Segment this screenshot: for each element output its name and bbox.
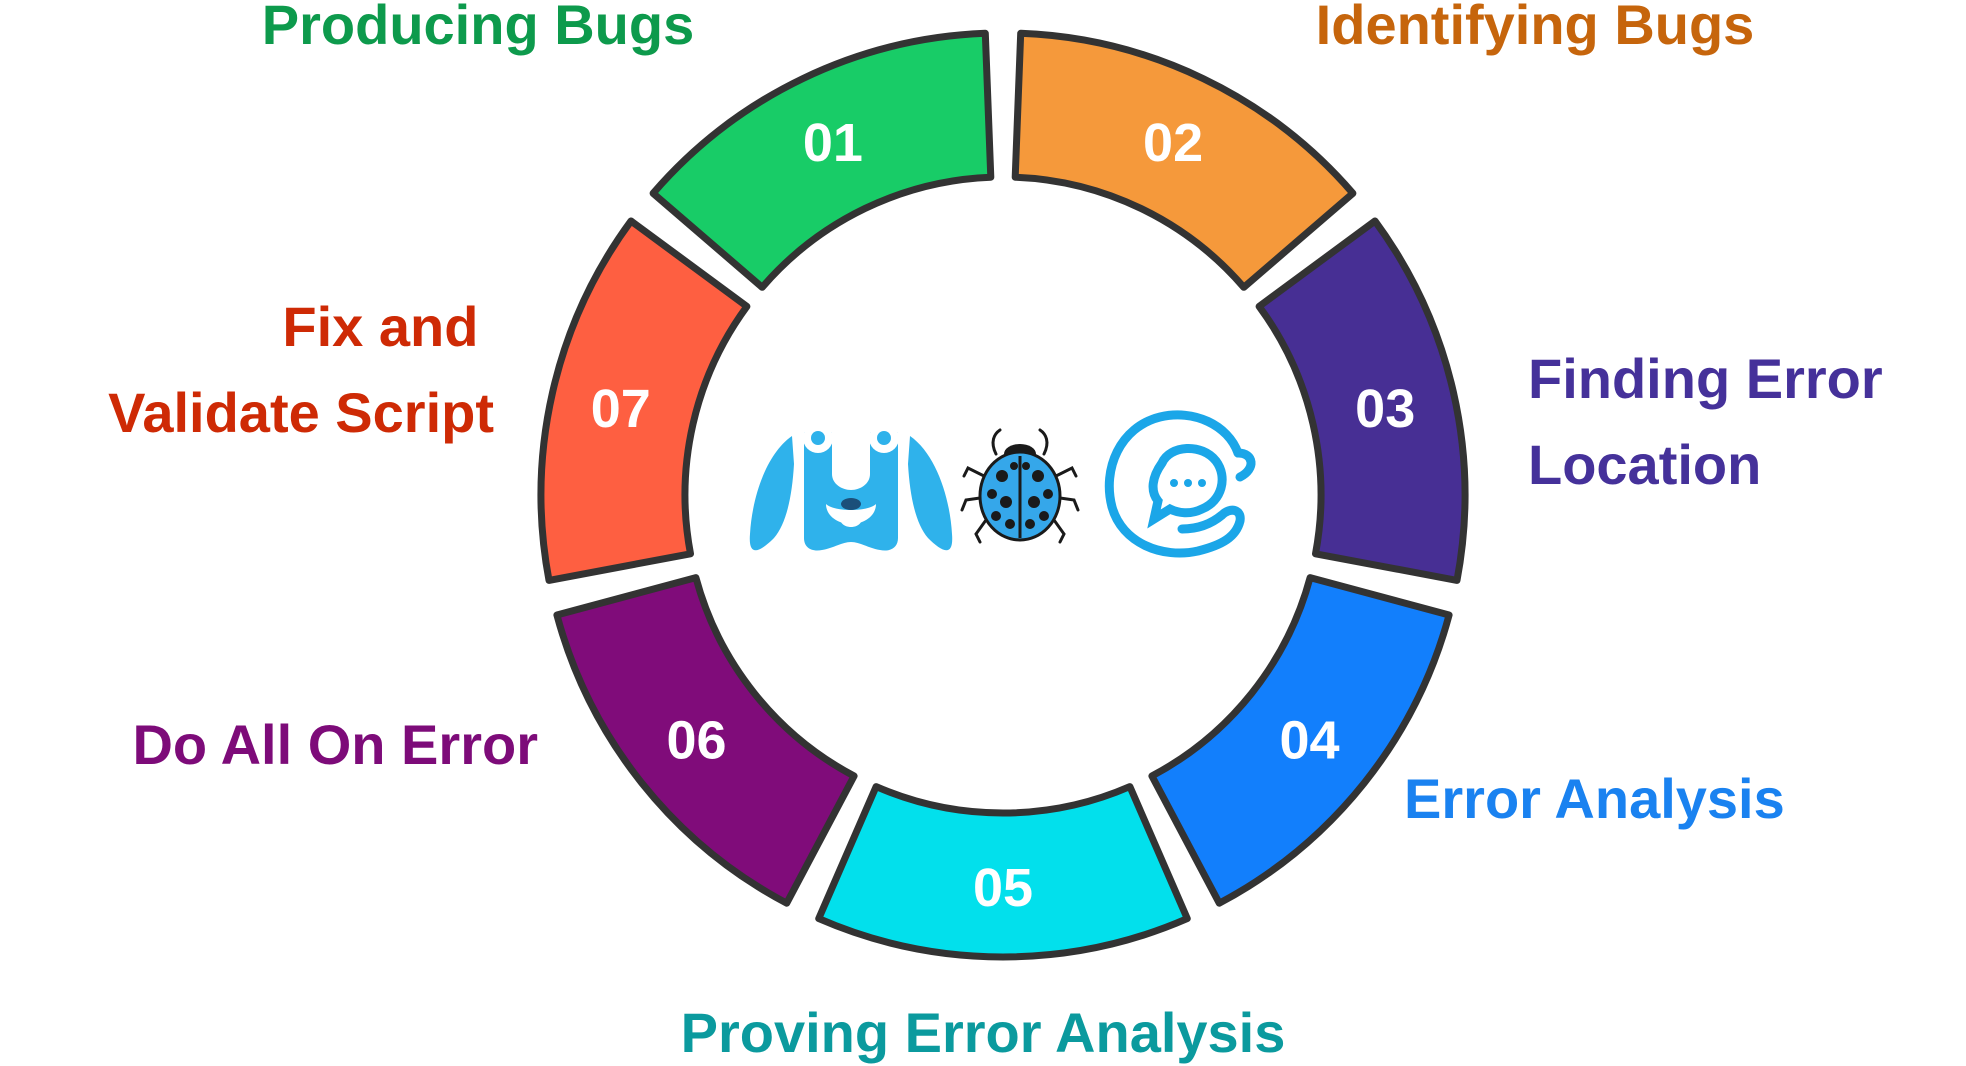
step-label-01: Producing Bugs — [262, 0, 694, 56]
step-label-03: Finding Error Location — [1528, 347, 1898, 496]
center-icons — [749, 410, 1256, 558]
ladybug-icon — [960, 428, 1080, 544]
ring-segment-03 — [1255, 217, 1469, 584]
ring-segment-05 — [815, 783, 1191, 961]
ring-segment-07 — [537, 217, 751, 584]
segment-number-04: 04 — [1279, 710, 1339, 770]
dog-face — [804, 432, 898, 551]
dog-ear-left — [749, 436, 794, 551]
step-label-04: Error Analysis — [1404, 767, 1785, 830]
step-label-06: Do All On Error — [132, 713, 538, 776]
segment-number-07: 07 — [591, 379, 651, 439]
ring-segment-02 — [1011, 29, 1357, 291]
segment-number-06: 06 — [666, 710, 726, 770]
chat-bubble-icon — [1104, 410, 1256, 558]
ring-segment-06 — [553, 574, 858, 907]
step-label-07: Fix and Validate Script — [108, 295, 494, 444]
segment-number-03: 03 — [1355, 379, 1415, 439]
dog-ear-right — [908, 436, 953, 551]
dog-icon — [749, 423, 953, 551]
step-label-05: Proving Error Analysis — [681, 1001, 1286, 1064]
ring-segment-01 — [649, 29, 995, 291]
step-label-02: Identifying Bugs — [1316, 0, 1755, 56]
segment-number-01: 01 — [803, 113, 863, 173]
ring-segment-04 — [1148, 574, 1453, 907]
ring: 01 02 03 04 05 06 07 — [537, 29, 1469, 961]
segment-number-05: 05 — [973, 858, 1033, 918]
segment-number-02: 02 — [1143, 113, 1203, 173]
